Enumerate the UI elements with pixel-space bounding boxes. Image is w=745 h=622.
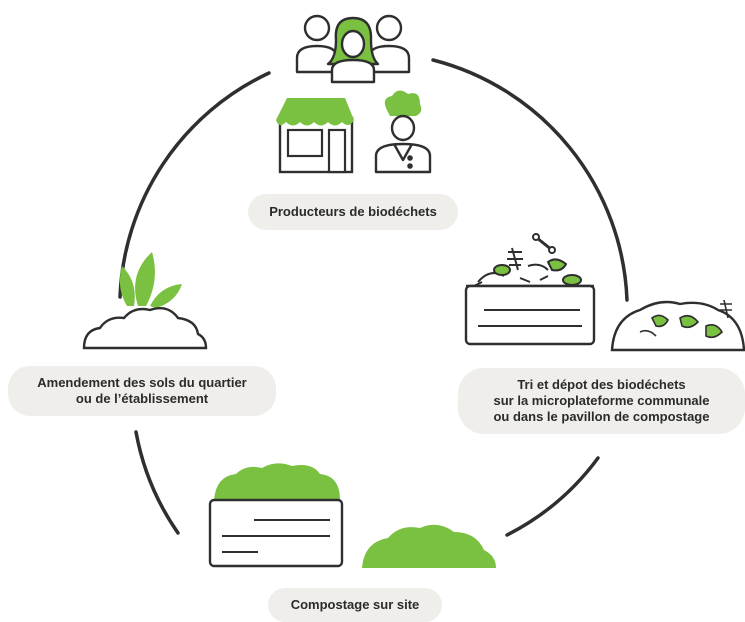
step-label-composting: Compostage sur site bbox=[268, 588, 442, 622]
chef-icon bbox=[374, 90, 432, 174]
step-label-line: Compostage sur site bbox=[290, 597, 420, 612]
cycle-arrows bbox=[118, 58, 629, 537]
step-label-producers: Producteurs de biodéchets bbox=[248, 194, 458, 230]
step-label-line: Tri et dépot des biodéchets bbox=[517, 377, 686, 392]
arc-top-right bbox=[431, 58, 629, 302]
waste-pile-icon bbox=[466, 233, 594, 289]
step-label-amendment: Amendement des sols du quartier ou de l’… bbox=[8, 366, 276, 416]
compost-bin-icon bbox=[464, 233, 596, 346]
arc-top-left bbox=[118, 71, 271, 299]
step-label-line: Producteurs de biodéchets bbox=[269, 204, 437, 219]
step-label-line: ou de l’établissement bbox=[75, 391, 209, 406]
people-group-icon bbox=[295, 14, 411, 84]
compost-heap-icon bbox=[208, 463, 496, 568]
step-label-line: Amendement des sols du quartier bbox=[37, 375, 247, 390]
step-label-sorting: Tri et dépot des biodéchets sur la micro… bbox=[458, 368, 745, 434]
step-label-line: ou dans le pavillon de compostage bbox=[493, 409, 710, 424]
step-label-line: sur la microplateforme communale bbox=[493, 393, 710, 408]
arc-bottom-right bbox=[505, 456, 600, 537]
sprout-mound-icon bbox=[82, 252, 208, 350]
waste-heap-icon bbox=[610, 299, 745, 352]
shop-icon bbox=[276, 98, 354, 174]
arc-bottom-left bbox=[134, 430, 180, 535]
